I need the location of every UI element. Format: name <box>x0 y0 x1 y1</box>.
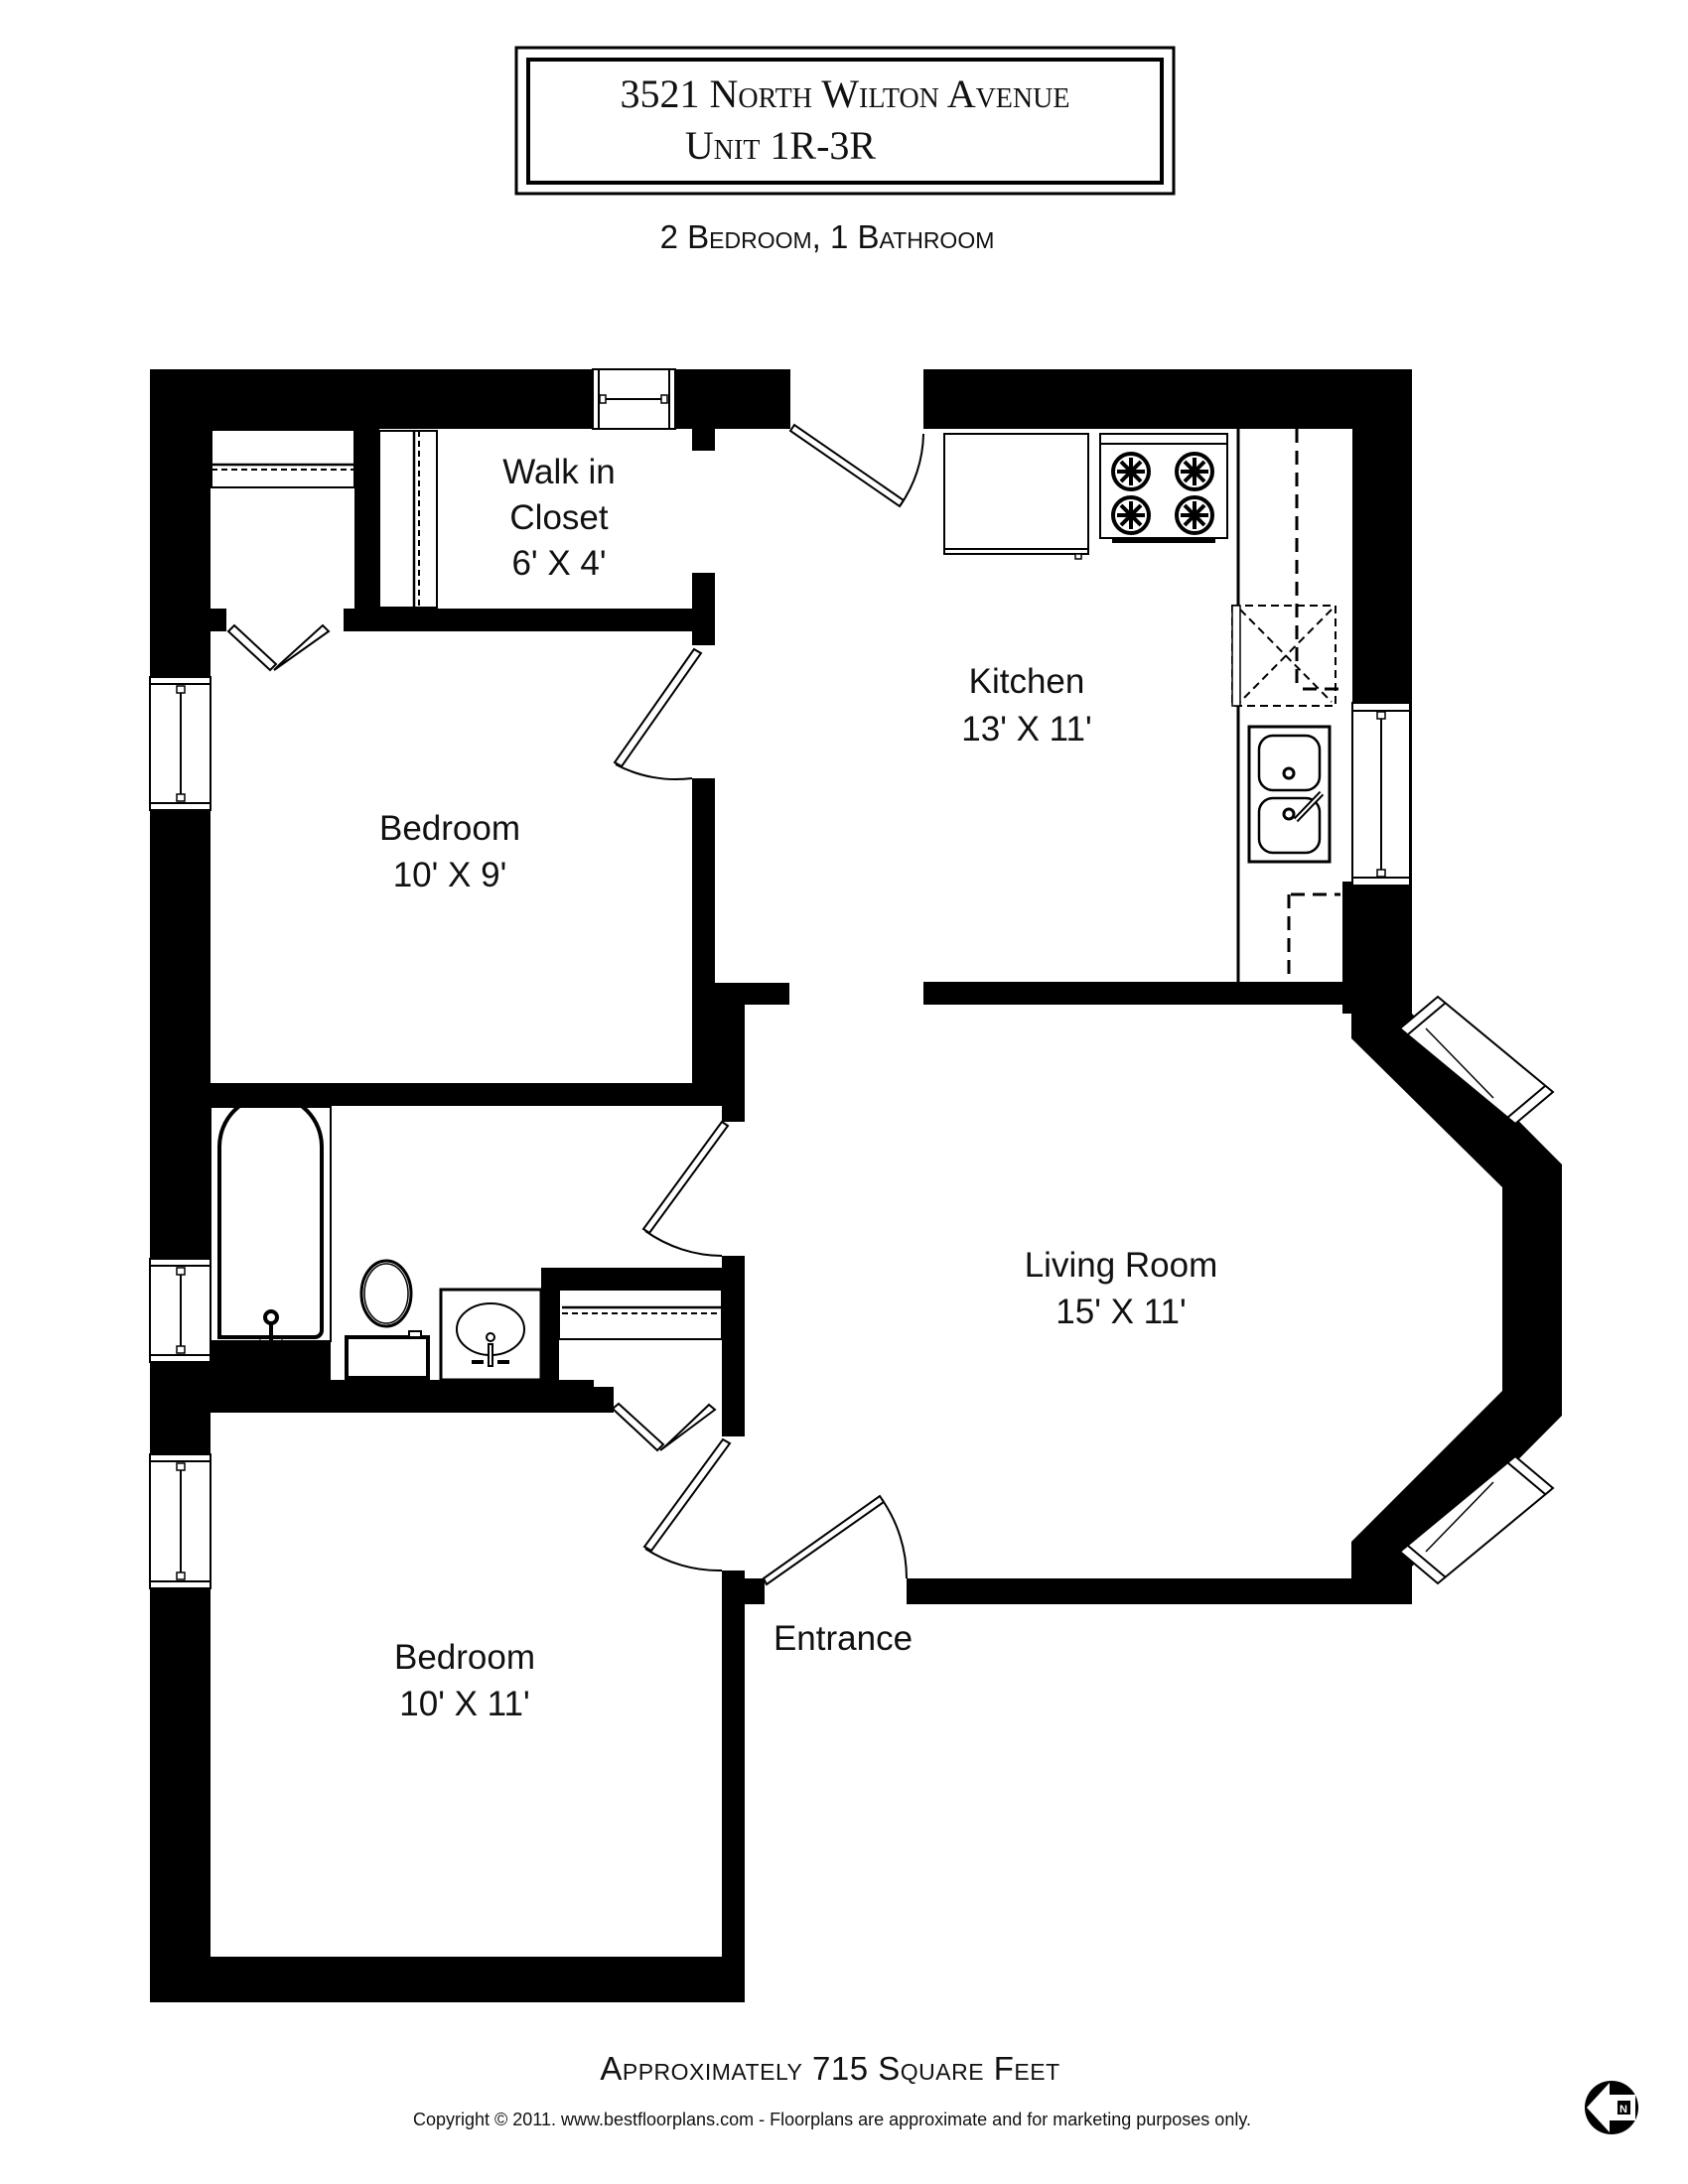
wall-bay <box>1351 982 1562 1604</box>
wall-bedroom1-bottom <box>150 1083 745 1106</box>
wall-hall-closet-stub <box>559 1387 614 1413</box>
window-bath <box>149 1258 211 1363</box>
door-kitchen-closet[interactable] <box>788 423 924 508</box>
wall-closet-bottom <box>344 609 715 631</box>
bedroom1-label: Bedroom <box>379 809 520 848</box>
living-room-label: Living Room <box>1025 1246 1218 1285</box>
walkin-closet-label-2: Closet <box>509 498 608 537</box>
toilet <box>345 1259 430 1380</box>
window-bay-lower <box>1398 1454 1555 1585</box>
door-bedroom1[interactable] <box>613 647 703 781</box>
wall-kitchen-top <box>923 369 1412 429</box>
bedroom1-size: 10' X 9' <box>393 856 507 894</box>
walkin-closet-label-1: Walk in <box>502 453 615 491</box>
address-number: 3521 <box>621 71 700 116</box>
pantry-outline <box>1287 892 1340 982</box>
wall-top-left <box>150 369 790 429</box>
wall-hall-closet-right <box>722 1256 745 1436</box>
wall-hall-stub <box>715 983 789 1005</box>
wall-closet-divider <box>354 429 379 609</box>
wall-bedroom2-right <box>722 1570 745 2002</box>
unit-title: Unit 1R-3R <box>685 123 877 168</box>
wall-walkin-right <box>692 573 715 645</box>
closet-shelf-walkin <box>378 430 438 609</box>
copyright-text: Copyright © 2011. www.bestfloorplans.com… <box>413 2110 1251 2129</box>
compass-label: N <box>1619 2104 1627 2116</box>
wall-closet-jamb <box>211 609 226 631</box>
closet-shelf-bedroom1 <box>211 429 355 488</box>
window-top <box>592 368 676 430</box>
closet-shelf-hall <box>558 1289 723 1340</box>
svg-text:+: + <box>256 1332 264 1348</box>
kitchen-sink <box>1247 725 1332 864</box>
dishwasher <box>1231 605 1336 707</box>
wall-bath-jamb <box>722 1105 745 1122</box>
bedroom2-size: 10' X 11' <box>399 1685 529 1723</box>
area-label: Approximately 715 Square Feet <box>600 2050 1059 2087</box>
bath-sink <box>439 1288 543 1382</box>
wall-hall-closet-top <box>541 1268 745 1290</box>
burner-icon <box>1111 452 1214 535</box>
kitchen-label: Kitchen <box>969 662 1085 701</box>
door-bedroom1-closet[interactable] <box>226 623 331 672</box>
window-bedroom1 <box>149 676 211 811</box>
address-title: 3521 North Wilton Avenue <box>621 71 1070 116</box>
layout-subtitle: 2 Bedroom, 1 Bathroom <box>660 218 995 255</box>
wall-left-outer <box>150 369 211 2002</box>
walkin-closet-size: 6' X 4' <box>511 544 606 583</box>
wall-stub <box>692 429 715 451</box>
living-room-size: 15' X 11' <box>1055 1293 1186 1331</box>
wall-bottom <box>150 1957 745 2002</box>
wall-entrance-jamb <box>745 1578 765 1604</box>
walls <box>150 369 1562 2002</box>
door-hall-closet[interactable] <box>611 1402 717 1452</box>
window-kitchen <box>1351 702 1411 887</box>
stove <box>1099 433 1228 543</box>
bathtub: + + <box>210 1093 332 1348</box>
wall-hall-closet-left <box>541 1268 559 1413</box>
window-bay-upper <box>1398 995 1555 1126</box>
door-bedroom2[interactable] <box>642 1437 732 1572</box>
room-labels: Walk in Closet 6' X 4' Bedroom 10' X 9' … <box>379 453 1217 1723</box>
svg-text:+: + <box>278 1332 286 1348</box>
fixtures: + + <box>210 429 1342 1382</box>
wall-bath-bottom <box>150 1380 594 1413</box>
door-entrance[interactable] <box>762 1494 909 1586</box>
refrigerator <box>943 433 1089 560</box>
address-street: North Wilton Avenue <box>710 71 1070 116</box>
windows <box>149 368 1555 1589</box>
north-arrow-icon: N <box>1585 2081 1638 2134</box>
bedroom2-label: Bedroom <box>394 1638 535 1677</box>
title-block: 3521 North Wilton Avenue Unit 1R-3R <box>514 46 1176 196</box>
entrance-label: Entrance <box>774 1619 913 1658</box>
title-box-outer <box>514 46 1176 196</box>
title-box-inner <box>526 58 1164 185</box>
door-bathroom[interactable] <box>641 1120 730 1257</box>
window-bedroom2 <box>149 1453 211 1589</box>
kitchen-size: 13' X 11' <box>961 710 1091 749</box>
wall-living-bottom <box>907 1578 1351 1604</box>
wall-kitchen-living <box>923 982 1351 1005</box>
doors <box>226 423 924 1586</box>
